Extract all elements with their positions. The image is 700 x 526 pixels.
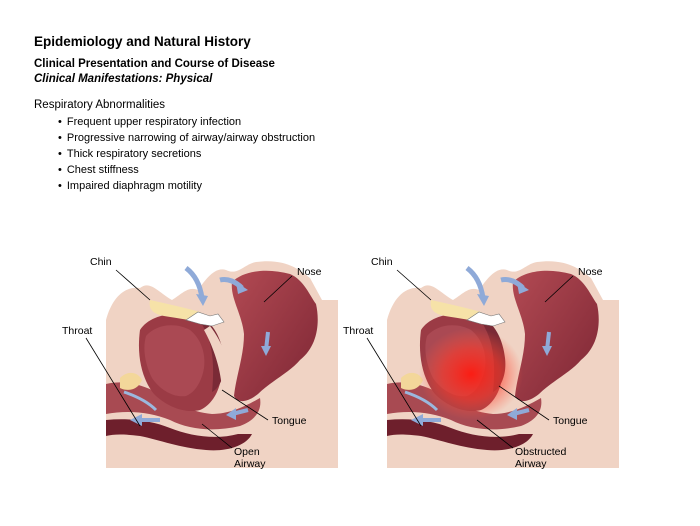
section-subheading: Clinical Presentation and Course of Dise… <box>34 58 275 70</box>
open-airway-illustration: Chin Nose Throat Tongue Open Airway <box>62 256 338 470</box>
bullet-item: Impaired diaphragm motility <box>58 178 315 194</box>
throat-label: Throat <box>62 325 92 337</box>
tongue-label: Tongue <box>553 415 588 427</box>
bullet-item: Chest stiffness <box>58 162 315 178</box>
obstructed-airway-illustration: Chin Nose Throat Tongue Obstructed Airwa… <box>343 256 619 470</box>
page-heading: Epidemiology and Natural History <box>34 34 251 49</box>
nose-label: Nose <box>297 266 322 278</box>
bullet-item: Frequent upper respiratory infection <box>58 114 315 130</box>
nose-label: Nose <box>578 266 603 278</box>
respiratory-bullet-list: Frequent upper respiratory infection Pro… <box>58 114 315 194</box>
tongue-label: Tongue <box>272 415 307 427</box>
chin-label: Chin <box>90 256 112 268</box>
obstructed-airway-label-line1: Obstructed <box>515 446 567 458</box>
chin-label: Chin <box>371 256 393 268</box>
open-airway-label-line1: Open <box>234 446 260 458</box>
obstruction-highlight <box>419 328 523 420</box>
throat-label: Throat <box>343 325 373 337</box>
bullet-item: Progressive narrowing of airway/airway o… <box>58 130 315 146</box>
section-subheading-italic: Clinical Manifestations: Physical <box>34 73 213 85</box>
obstructed-airway-label-line2: Airway <box>515 458 547 470</box>
open-airway-label-line2: Airway <box>234 458 266 470</box>
bullet-item: Thick respiratory secretions <box>58 146 315 162</box>
respiratory-section-title: Respiratory Abnormalities <box>34 99 166 111</box>
